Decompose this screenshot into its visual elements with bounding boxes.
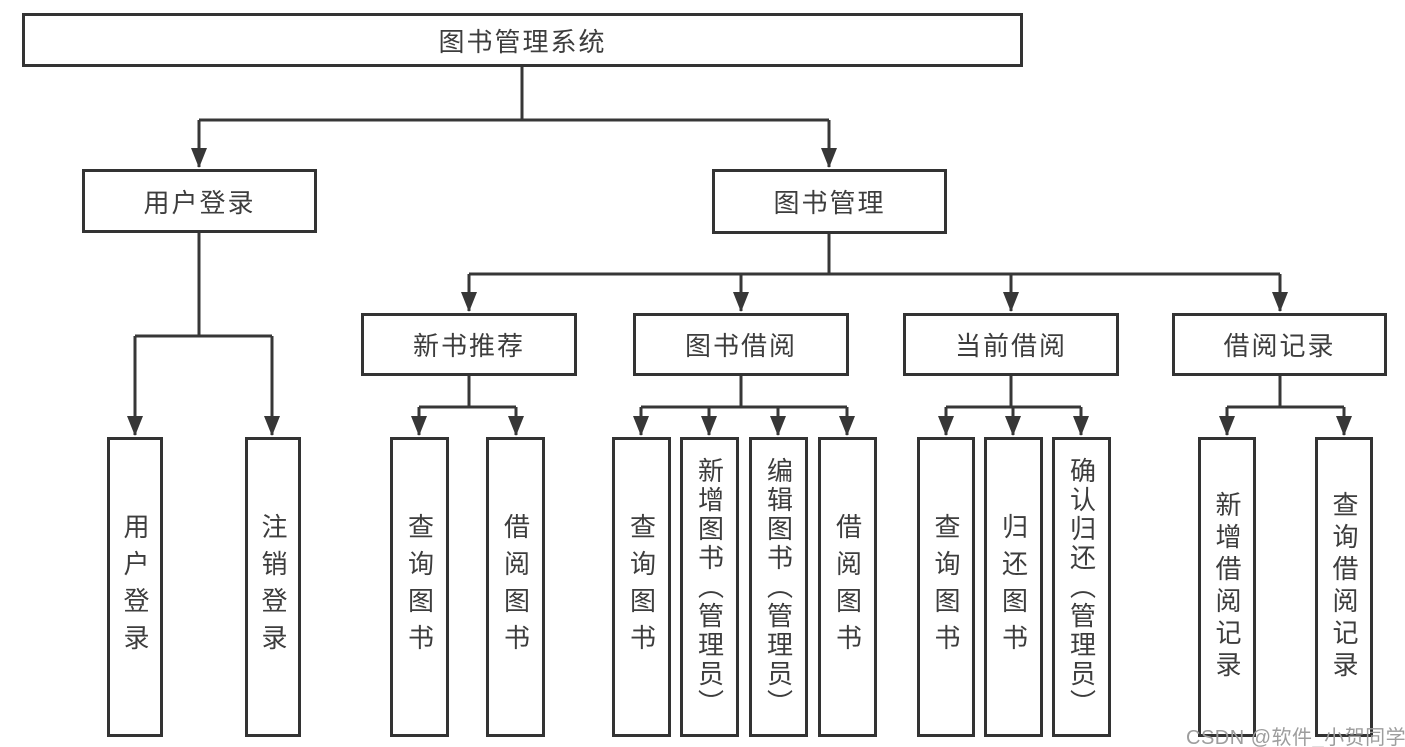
node-new-book-recommend: 新书推荐 bbox=[361, 313, 577, 376]
node-book-borrowing: 图书借阅 bbox=[633, 313, 849, 376]
leaf-query-books-recommend: 查询图书 bbox=[390, 437, 449, 737]
leaf-return-book: 归还图书 bbox=[984, 437, 1043, 737]
leaf-query-books-borrow: 查询图书 bbox=[612, 437, 671, 737]
node-user-login: 用户登录 bbox=[82, 169, 317, 233]
node-current-borrowing: 当前借阅 bbox=[903, 313, 1119, 376]
node-library-management-system: 图书管理系统 bbox=[22, 13, 1023, 67]
node-book-management: 图书管理 bbox=[712, 169, 947, 234]
leaf-confirm-return-admin: 确认归还（管理员） bbox=[1052, 437, 1111, 737]
leaf-add-book-admin: 新增图书（管理员） bbox=[680, 437, 739, 737]
leaf-borrow-book-recommend: 借阅图书 bbox=[486, 437, 545, 737]
leaf-add-borrow-record: 新增借阅记录 bbox=[1198, 437, 1256, 737]
leaf-user-login: 用户登录 bbox=[107, 437, 163, 737]
leaf-edit-book-admin: 编辑图书（管理员） bbox=[749, 437, 808, 737]
csdn-watermark: CSDN @软件_小贺同学 bbox=[1186, 727, 1405, 747]
leaf-query-books-current: 查询图书 bbox=[917, 437, 975, 737]
node-borrowing-records: 借阅记录 bbox=[1172, 313, 1387, 376]
leaf-query-borrow-record: 查询借阅记录 bbox=[1315, 437, 1373, 737]
leaf-logout: 注销登录 bbox=[245, 437, 301, 737]
leaf-borrow-book: 借阅图书 bbox=[818, 437, 877, 737]
